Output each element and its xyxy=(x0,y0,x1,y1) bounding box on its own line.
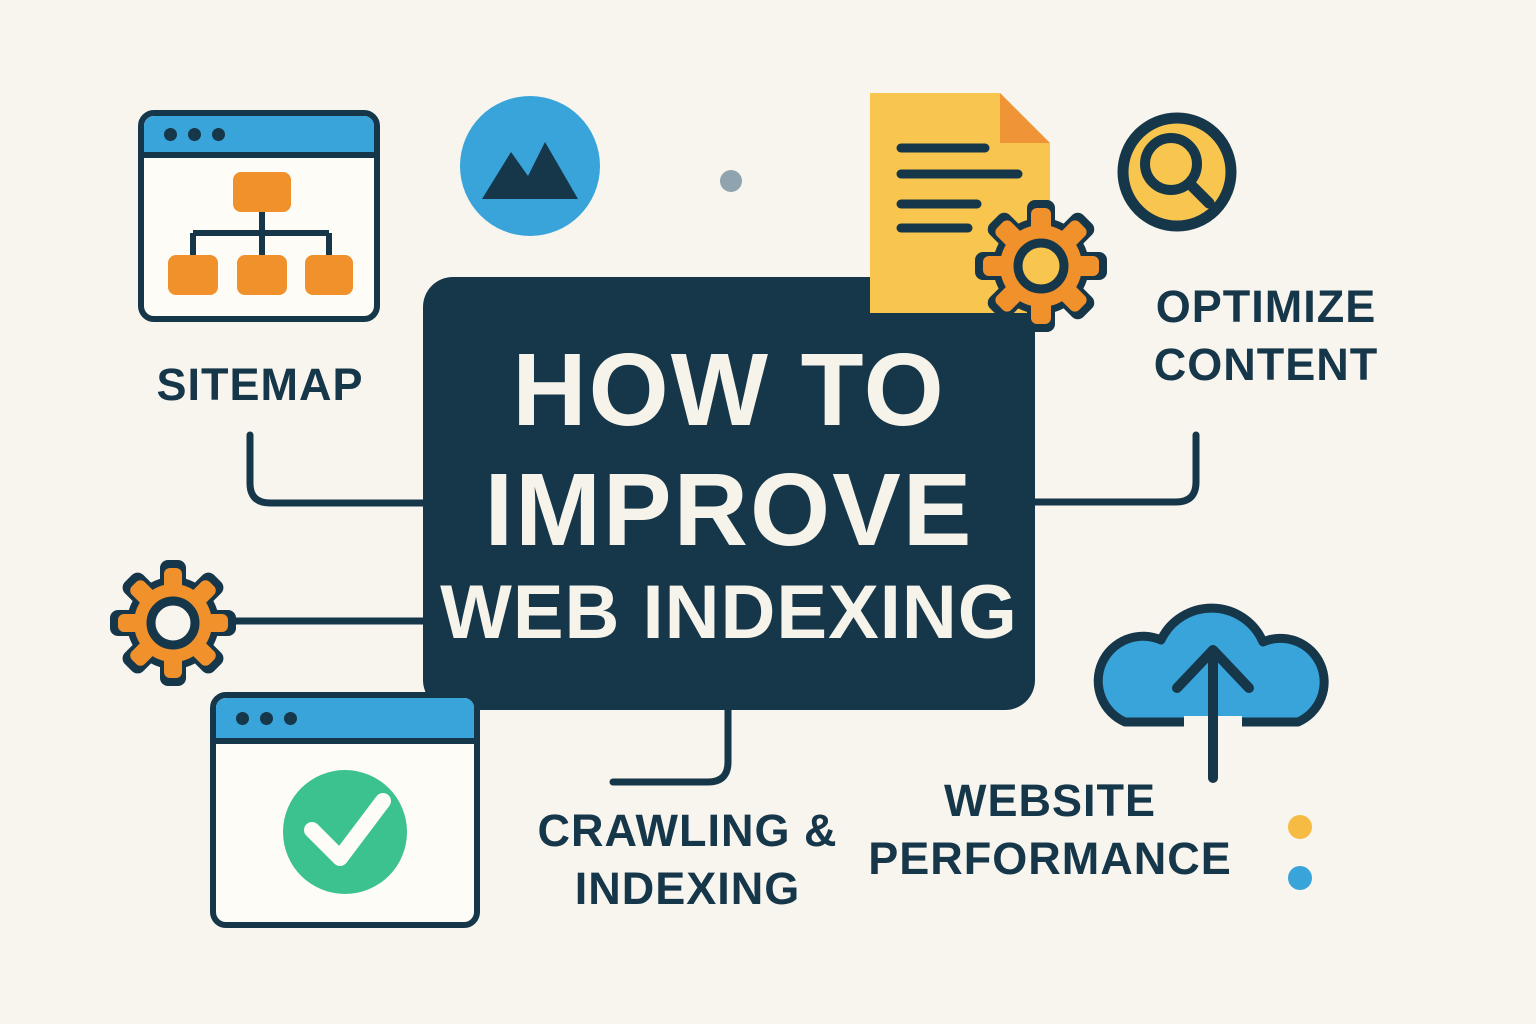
sitemap-label-text: SITEMAP xyxy=(156,359,364,410)
window-dot xyxy=(260,711,273,725)
optimize-content-label: OPTIMIZE CONTENT xyxy=(1128,278,1404,393)
cloud-upload-icon xyxy=(1093,603,1329,783)
browser-header xyxy=(216,698,474,744)
crawling-label-line2: INDEXING xyxy=(574,862,801,914)
connector-crawling xyxy=(609,704,732,786)
crawling-indexing-label: CRAWLING & INDEXING xyxy=(505,802,870,917)
crawling-label-line1: CRAWLING & xyxy=(537,805,838,856)
check-window-icon xyxy=(210,692,480,928)
window-dot xyxy=(212,127,225,141)
connector-optimize xyxy=(1029,431,1200,506)
image-circle-icon xyxy=(460,96,600,236)
optimize-label-line1: OPTIMIZE xyxy=(1155,281,1377,332)
gear-icon xyxy=(110,560,236,686)
mountain-icon xyxy=(482,142,578,199)
connector-sitemap xyxy=(246,431,429,507)
performance-label-line1: WEBSITE xyxy=(943,775,1156,826)
window-dot xyxy=(164,127,177,141)
title-line-3: WEB INDEXING xyxy=(440,570,1018,656)
title-box: HOW TO IMPROVE WEB INDEXING xyxy=(423,277,1035,710)
search-icon xyxy=(1117,112,1237,232)
website-performance-label: WEBSITE PERFORMANCE xyxy=(855,772,1245,887)
gear-icon xyxy=(975,200,1107,332)
up-arrow-icon xyxy=(1172,645,1254,783)
optimize-label-line2: CONTENT xyxy=(1153,338,1379,390)
document-gear-icon xyxy=(870,93,1107,332)
document-fold xyxy=(1000,93,1050,143)
window-dot xyxy=(188,127,201,141)
blue-dot xyxy=(1288,866,1312,890)
browser-header xyxy=(144,116,374,158)
sitemap-label: SITEMAP xyxy=(140,356,380,414)
performance-label-line2: PERFORMANCE xyxy=(868,832,1232,884)
window-dot xyxy=(284,711,297,725)
yellow-dot xyxy=(1288,815,1312,839)
check-circle-icon xyxy=(283,770,407,894)
title-line-2: IMPROVE xyxy=(484,451,974,567)
window-dot xyxy=(236,711,249,725)
title-line-1: HOW TO xyxy=(512,332,946,448)
gray-dot xyxy=(720,170,742,192)
org-chart-icon xyxy=(168,172,353,295)
sitemap-window-icon xyxy=(138,110,380,322)
